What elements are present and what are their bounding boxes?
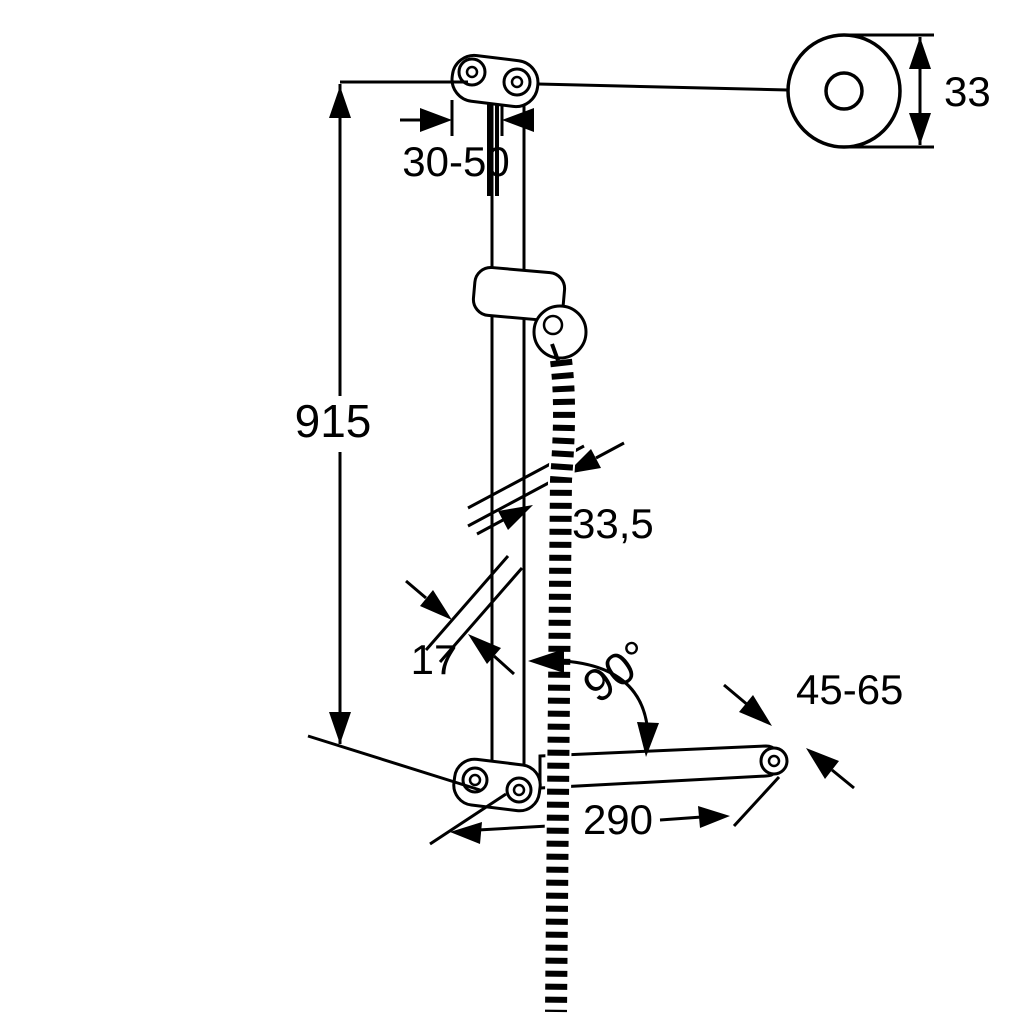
dim-flange-diameter-label: 33 bbox=[944, 68, 991, 115]
arrow-down-right-icon bbox=[420, 590, 452, 620]
arrow-up-left-icon bbox=[806, 748, 839, 779]
dim-bar-wall-clearance-label: 45-65 bbox=[796, 666, 903, 713]
bottom-bracket-screws bbox=[461, 766, 533, 804]
dim-angle bbox=[528, 649, 659, 757]
horizontal-bar bbox=[538, 744, 789, 790]
shower-hose-coil bbox=[543, 343, 578, 1013]
arrow-down-right-icon bbox=[739, 695, 772, 726]
dim-bar-length bbox=[429, 775, 781, 846]
wall-reference-line bbox=[537, 82, 789, 92]
arrow-right-icon bbox=[698, 806, 730, 828]
arrow-up-left-icon bbox=[468, 634, 501, 664]
arrow-up-right-icon bbox=[498, 505, 533, 530]
arrow-left-icon bbox=[528, 649, 564, 673]
arrow-right-icon bbox=[420, 108, 452, 132]
dim-rail-cross-depth-label: 33,5 bbox=[572, 500, 654, 547]
arrow-down-icon bbox=[637, 722, 659, 757]
dim-rail-cross-width bbox=[405, 555, 524, 676]
arrow-left-icon bbox=[450, 822, 482, 844]
arrow-up-icon bbox=[329, 86, 351, 118]
arrow-left-icon bbox=[502, 108, 534, 132]
wall-flange bbox=[786, 33, 902, 149]
arrow-up-icon bbox=[909, 37, 931, 69]
dim-angle-label: 90° bbox=[573, 630, 660, 713]
vertical-rail bbox=[487, 98, 526, 774]
dim-rail-height bbox=[307, 80, 481, 792]
dim-rail-cross-width-label: 17 bbox=[411, 636, 458, 683]
dim-wall-clearance-top-label: 30-50 bbox=[402, 138, 509, 185]
arrow-down-icon bbox=[329, 712, 351, 744]
dim-bar-length-label: 290 bbox=[583, 796, 653, 843]
arrow-down-icon bbox=[909, 113, 931, 145]
dim-rail-height-label: 915 bbox=[295, 395, 372, 447]
dim-wall-clearance-top bbox=[400, 100, 534, 136]
top-bracket-screws bbox=[457, 57, 532, 97]
slider-holder bbox=[471, 266, 588, 360]
dim-flange-diameter bbox=[846, 33, 934, 149]
dim-bar-wall-clearance bbox=[723, 683, 855, 790]
